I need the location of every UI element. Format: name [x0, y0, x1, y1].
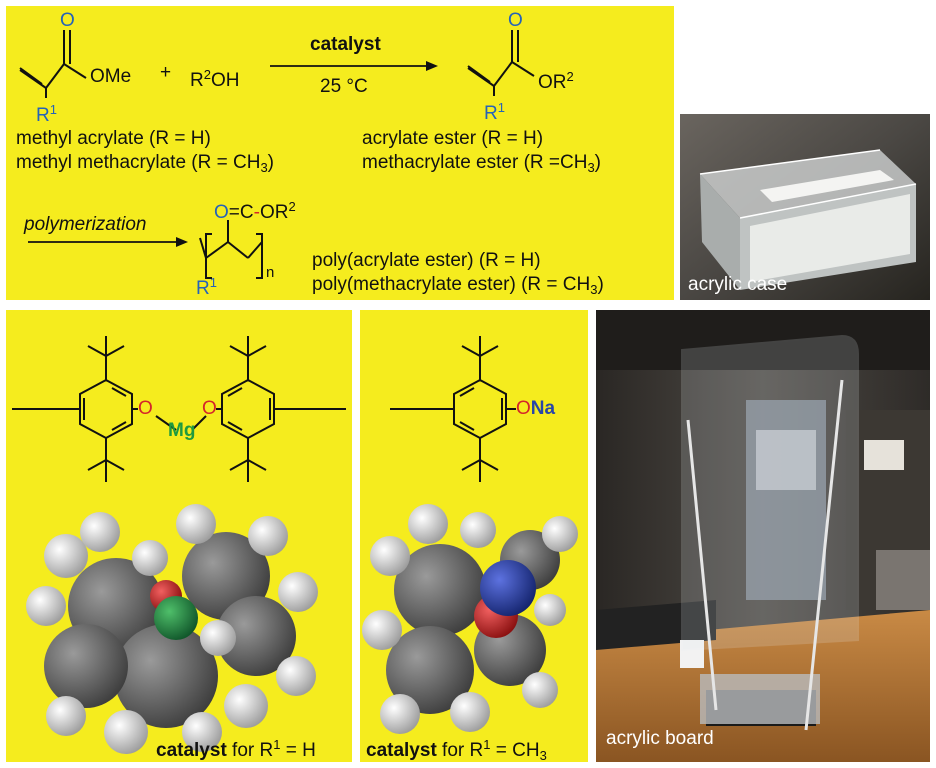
- mg-right-oxygen: O: [202, 398, 217, 419]
- catalyst-label: catalyst: [310, 34, 381, 55]
- polymer-n: n: [266, 264, 275, 281]
- na-catalyst-panel: ONa catalyst for R1 = CH3: [360, 310, 588, 763]
- acrylic-case-label: acrylic case: [688, 274, 788, 295]
- mg-catalyst-caption: catalyst for R1 = H: [156, 737, 316, 761]
- starting-material-ome: OMe: [90, 66, 132, 87]
- starting-material-name-2: methyl methacrylate (R = CH3): [16, 152, 274, 175]
- polymer-r1: R1: [196, 275, 217, 299]
- acrylic-case-illustration: [680, 114, 930, 300]
- acrylic-board-label: acrylic board: [606, 728, 714, 749]
- mg-space-filling-model: [26, 504, 318, 754]
- polymer-repeat-unit: [199, 220, 263, 279]
- mg-left-oxygen: O: [138, 398, 153, 419]
- mg-catalyst-structure: [12, 336, 346, 482]
- product-or2: OR2: [538, 69, 574, 93]
- na-catalyst-structure: [390, 336, 516, 482]
- starting-material-name-1: methyl acrylate (R = H): [16, 128, 211, 149]
- starting-material-r1: R1: [36, 102, 57, 126]
- polymerization-label: polymerization: [24, 214, 147, 235]
- acrylic-board-illustration: [596, 310, 930, 762]
- polymer-side-chain: O=C-OR2: [214, 199, 296, 223]
- polymer-name-2: poly(methacrylate ester) (R = CH3): [312, 274, 604, 297]
- mg-catalyst-panel: O O Mg: [6, 310, 352, 762]
- product-carbonyl-o: O: [508, 10, 523, 31]
- acrylate-ester-structure: [467, 30, 535, 96]
- reaction-arrowhead: [426, 61, 438, 71]
- reaction-scheme-drawing: [19, 30, 535, 279]
- methyl-acrylate-structure: [19, 30, 87, 98]
- product-name-1: acrylate ester (R = H): [362, 128, 544, 149]
- polymer-name-1: poly(acrylate ester) (R = H): [312, 250, 541, 271]
- reaction-scheme-panel: O OMe R1 + R2OH catalyst 25 °C O OR2 R1 …: [6, 6, 674, 300]
- na-phenoxide-label: ONa: [516, 398, 556, 419]
- acrylic-case-photo: acrylic case: [680, 114, 930, 300]
- plus-sign: +: [160, 62, 172, 83]
- polymerization-arrowhead: [176, 237, 188, 247]
- temperature-label: 25 °C: [320, 76, 368, 97]
- na-space-filling-model: [362, 504, 578, 734]
- mg-metal-label: Mg: [168, 420, 196, 441]
- alcohol-reagent: R2OH: [190, 67, 240, 91]
- product-name-2: methacrylate ester (R =CH3): [362, 152, 601, 175]
- na-catalyst-caption: catalyst for R1 = CH3: [366, 737, 547, 763]
- starting-material-carbonyl-o: O: [60, 10, 75, 31]
- product-r1: R1: [484, 100, 505, 124]
- acrylic-board-photo: acrylic board: [596, 310, 930, 762]
